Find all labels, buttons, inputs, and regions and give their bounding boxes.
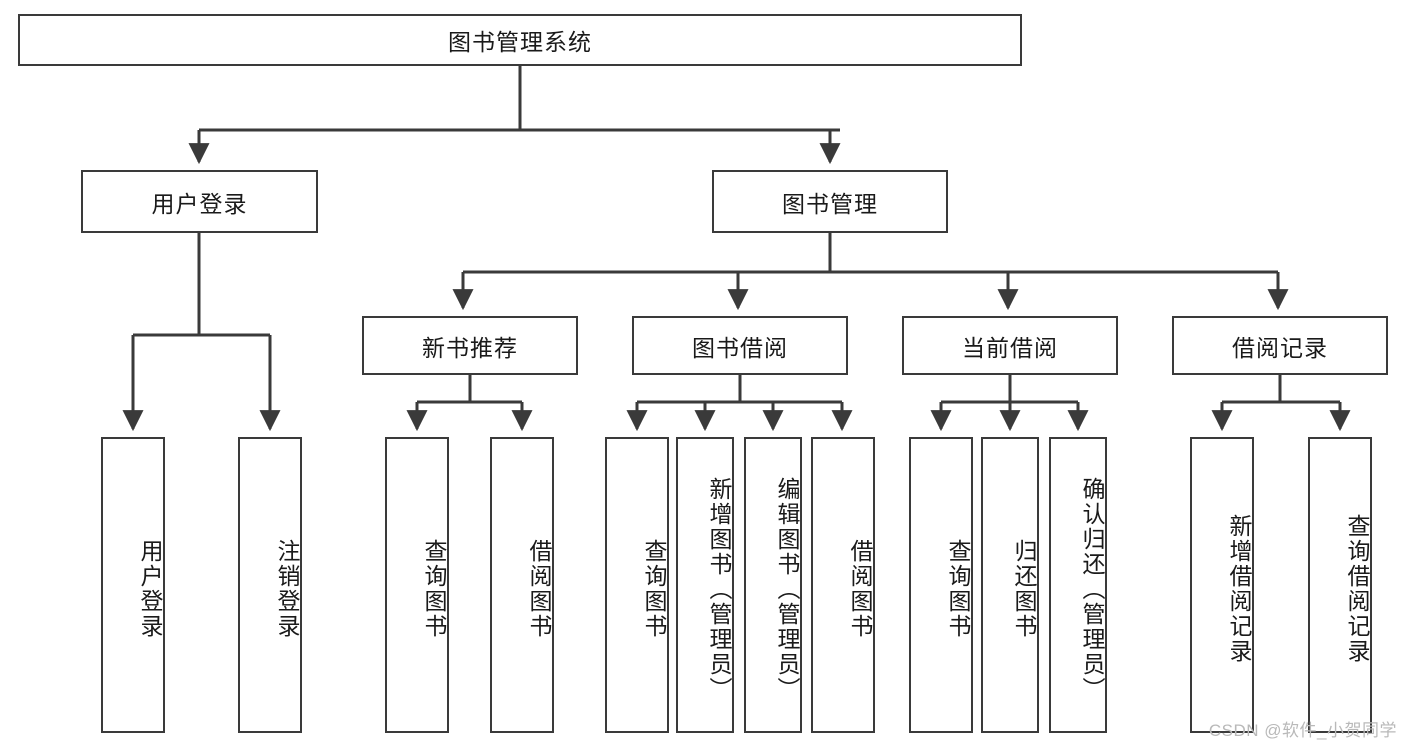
- leaf-add-book[interactable]: 新增图书（管理员）: [676, 437, 734, 733]
- leaf-query-record[interactable]: 查询借阅记录: [1308, 437, 1372, 733]
- node-borrow-record[interactable]: 借阅记录: [1172, 316, 1388, 375]
- leaf-logout-login-label: 注销登录: [274, 539, 300, 639]
- leaf-edit-book-label: 编辑图书（管理员）: [774, 476, 800, 702]
- leaf-borrow-book-1-label: 借阅图书: [526, 539, 552, 639]
- leaf-borrow-book-2-label: 借阅图书: [847, 539, 873, 639]
- node-book-borrow-label: 图书借阅: [692, 334, 788, 361]
- watermark: CSDN @软件_小贺同学: [1208, 721, 1397, 740]
- node-user-login[interactable]: 用户登录: [81, 170, 318, 233]
- node-current-borrow-label: 当前借阅: [962, 334, 1058, 361]
- node-new-book-recommend-label: 新书推荐: [422, 334, 518, 361]
- node-book-borrow[interactable]: 图书借阅: [632, 316, 848, 375]
- node-book-management[interactable]: 图书管理: [712, 170, 948, 233]
- leaf-query-book-1[interactable]: 查询图书: [385, 437, 449, 733]
- node-root-label: 图书管理系统: [448, 29, 592, 55]
- node-current-borrow[interactable]: 当前借阅: [902, 316, 1118, 375]
- leaf-query-book-1-label: 查询图书: [421, 539, 447, 639]
- leaf-edit-book[interactable]: 编辑图书（管理员）: [744, 437, 802, 733]
- leaf-query-book-2[interactable]: 查询图书: [605, 437, 669, 733]
- leaf-add-book-label: 新增图书（管理员）: [706, 476, 732, 702]
- leaf-query-book-3-label: 查询图书: [945, 539, 971, 639]
- node-book-management-label: 图书管理: [782, 190, 878, 217]
- leaf-user-login[interactable]: 用户登录: [101, 437, 165, 733]
- leaf-add-record-label: 新增借阅记录: [1226, 514, 1252, 664]
- leaf-query-book-3[interactable]: 查询图书: [909, 437, 973, 733]
- leaf-query-record-label: 查询借阅记录: [1344, 514, 1370, 664]
- leaf-return-book-label: 归还图书: [1011, 539, 1037, 639]
- leaf-query-book-2-label: 查询图书: [641, 539, 667, 639]
- node-user-login-label: 用户登录: [151, 190, 248, 217]
- leaf-add-record[interactable]: 新增借阅记录: [1190, 437, 1254, 733]
- node-new-book-recommend[interactable]: 新书推荐: [362, 316, 578, 375]
- leaf-borrow-book-1[interactable]: 借阅图书: [490, 437, 554, 733]
- leaf-user-login-label: 用户登录: [137, 539, 163, 639]
- leaf-confirm-return-label: 确认归还（管理员）: [1079, 476, 1105, 702]
- leaf-return-book[interactable]: 归还图书: [981, 437, 1039, 733]
- leaf-logout-login[interactable]: 注销登录: [238, 437, 302, 733]
- leaf-borrow-book-2[interactable]: 借阅图书: [811, 437, 875, 733]
- node-borrow-record-label: 借阅记录: [1232, 334, 1328, 361]
- node-root[interactable]: 图书管理系统: [18, 14, 1022, 66]
- leaf-confirm-return[interactable]: 确认归还（管理员）: [1049, 437, 1107, 733]
